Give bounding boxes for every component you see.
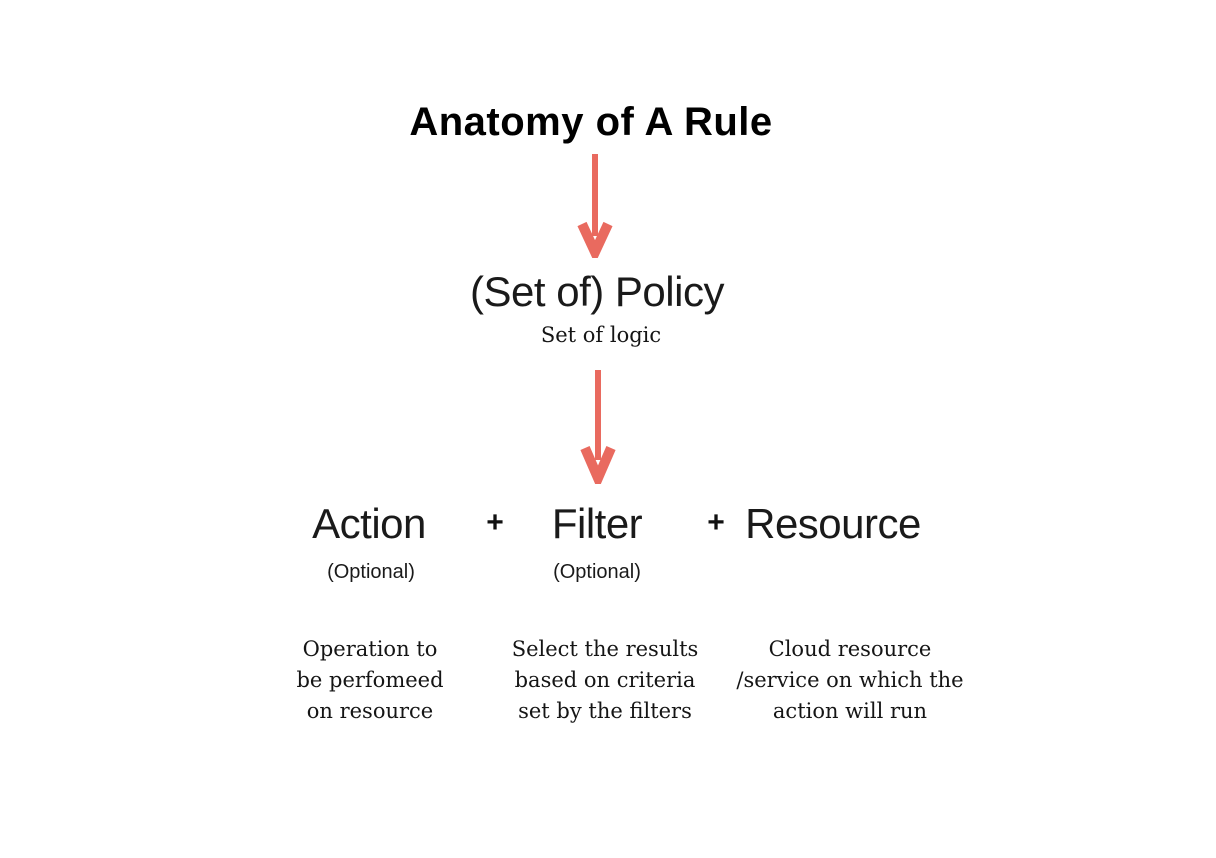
resource-description: Cloud resource /service on which the act… — [736, 637, 964, 723]
resource-label: Resource — [745, 500, 921, 547]
plus-sign: + — [486, 506, 504, 539]
plus-sign: + — [707, 506, 725, 539]
filter-optional-tag: (Optional) — [553, 561, 641, 583]
filter-description: Select the results based on criteria set… — [511, 637, 699, 723]
action-label: Action — [312, 500, 426, 547]
action-description: Operation to be perfomeed on resource — [296, 637, 444, 723]
arrow-head — [577, 221, 613, 258]
filter-label: Filter — [551, 500, 643, 547]
policy-sublabel: Set of logic — [540, 323, 662, 347]
down-arrow-icon — [577, 154, 613, 258]
diagram-title: Anatomy of A Rule — [409, 100, 773, 144]
policy-label: (Set of) Policy — [470, 268, 724, 315]
action-optional-tag: (Optional) — [327, 561, 415, 583]
arrow-head — [580, 446, 616, 484]
down-arrow-icon — [580, 370, 616, 484]
